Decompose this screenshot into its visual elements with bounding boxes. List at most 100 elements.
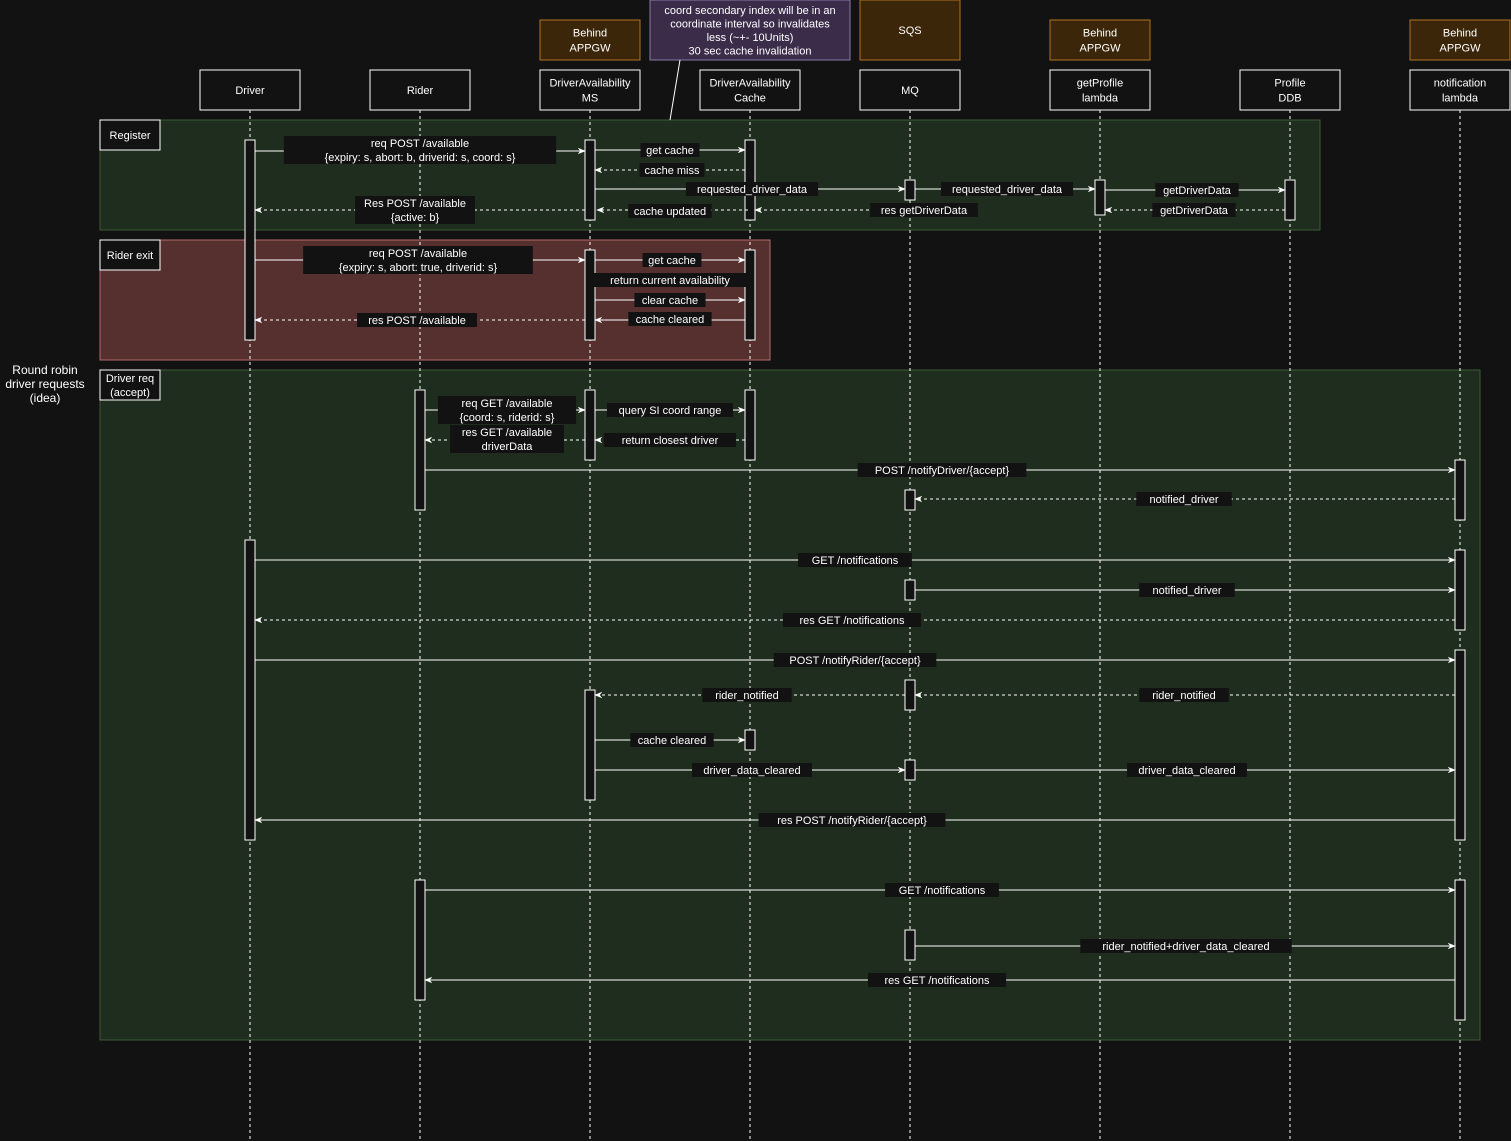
participant-label: notification	[1434, 78, 1487, 90]
message-label: notified_driver	[1152, 585, 1221, 597]
message-label: req POST /available	[369, 248, 467, 260]
gateway-header-label: Behind	[1083, 28, 1117, 40]
message-label: driverData	[482, 441, 534, 453]
message-label-bg	[642, 253, 702, 267]
message-label-bg	[940, 182, 1074, 196]
message-label-bg	[1127, 763, 1247, 777]
gateway-header-label: Behind	[1443, 28, 1477, 40]
activation-bar	[584, 389, 596, 461]
fragment-label-box	[99, 239, 161, 271]
message-label-bg	[303, 246, 533, 274]
cache-note-text: coordinate interval so invalidates	[670, 18, 830, 30]
message-label: requested_driver_data	[697, 184, 808, 196]
cache-note-box	[649, 0, 851, 61]
message-label-bg	[628, 312, 712, 326]
message-label: get cache	[646, 145, 694, 157]
activation-bar	[1094, 179, 1106, 216]
message-label-bg	[357, 313, 477, 327]
activation-bar	[904, 759, 916, 781]
message-label: res GET /available	[462, 427, 552, 439]
message-label-bg	[628, 204, 712, 218]
participant-label: MS	[582, 93, 599, 105]
cache-note-connector	[669, 59, 681, 121]
participant-box	[1239, 69, 1341, 111]
message-label-bg	[585, 273, 755, 287]
message-label: cache updated	[634, 206, 706, 218]
participant-label: lambda	[1082, 93, 1119, 105]
message-label-bg	[634, 293, 706, 307]
message-label-bg	[885, 883, 999, 897]
message-label-bg	[437, 396, 577, 424]
activation-bar	[744, 249, 756, 341]
message-label: rider_notified	[715, 690, 779, 702]
participant-label: DriverAvailability	[709, 78, 791, 90]
round-robin-note-line: driver requests	[5, 377, 85, 391]
message-label-bg	[603, 433, 737, 447]
message-label: res POST /available	[368, 315, 466, 327]
message-label-bg	[283, 136, 557, 164]
message-label-bg	[758, 813, 946, 827]
fragment-label-box	[99, 369, 161, 401]
round-robin-note-line: (idea)	[29, 391, 61, 405]
participant-label: Driver	[235, 85, 265, 97]
message-label-bg	[640, 143, 700, 157]
round-robin-note: Round robin driver requests (idea)	[0, 363, 90, 405]
message-label: getDriverData	[1163, 185, 1232, 197]
message-label: {coord: s, riderid: s}	[460, 412, 555, 424]
gateway-header-label: SQS	[898, 25, 921, 37]
message-label: return current availability	[610, 275, 730, 287]
message-label: res GET /notifications	[885, 975, 990, 987]
message-label: req GET /available	[462, 398, 553, 410]
message-label-bg	[607, 403, 733, 417]
participant-label: lambda	[1442, 93, 1479, 105]
message-label: {active: b}	[391, 212, 440, 224]
message-label: getDriverData	[1160, 205, 1229, 217]
message-label: notified_driver	[1149, 494, 1218, 506]
message-label: cache cleared	[638, 735, 707, 747]
message-label-bg	[1139, 583, 1235, 597]
message-label: res GET /notifications	[800, 615, 905, 627]
message-label-bg	[630, 733, 714, 747]
round-robin-note-line: Round robin	[12, 363, 78, 377]
gateway-header-box	[1409, 19, 1511, 61]
cache-note-text: less (~+- 10Units)	[707, 32, 794, 44]
activation-bar	[1454, 459, 1466, 521]
participant-box	[369, 69, 471, 111]
gateway-header-box	[539, 19, 641, 61]
activation-bar	[904, 489, 916, 511]
message-label-bg	[1152, 203, 1236, 217]
activation-bar	[904, 679, 916, 711]
activation-bar	[584, 249, 596, 341]
activation-bar	[1454, 879, 1466, 1021]
participant-label: Cache	[734, 93, 766, 105]
message-label: GET /notifications	[899, 885, 986, 897]
message-label-bg	[857, 463, 1027, 477]
participant-label: DDB	[1278, 93, 1301, 105]
activation-bar	[1454, 549, 1466, 631]
participant-label: getProfile	[1077, 78, 1123, 90]
message-label-bg	[450, 425, 564, 453]
fragment-label: Rider exit	[107, 250, 153, 262]
activation-bar	[414, 879, 426, 1001]
gateway-header-box	[859, 0, 961, 61]
fragment-label: Register	[110, 130, 151, 142]
activation-bar	[1454, 649, 1466, 841]
participant-label: MQ	[901, 85, 919, 97]
message-label: requested_driver_data	[952, 184, 1063, 196]
activation-bar	[244, 539, 256, 841]
message-label: rider_notified+driver_data_cleared	[1102, 941, 1269, 953]
gateway-header-label: APPGW	[1080, 43, 1122, 55]
message-label: clear cache	[642, 295, 698, 307]
activation-bar	[744, 729, 756, 751]
activation-bar	[904, 579, 916, 601]
message-label-bg	[685, 182, 819, 196]
participant-box	[1049, 69, 1151, 111]
message-label-bg	[867, 973, 1007, 987]
message-label: res POST /notifyRider/{accept}	[777, 815, 927, 827]
message-label-bg	[639, 163, 705, 177]
activation-bar	[744, 389, 756, 461]
message-label-bg	[782, 613, 922, 627]
message-label: {expiry: s, abort: true, driverid: s}	[339, 262, 498, 274]
